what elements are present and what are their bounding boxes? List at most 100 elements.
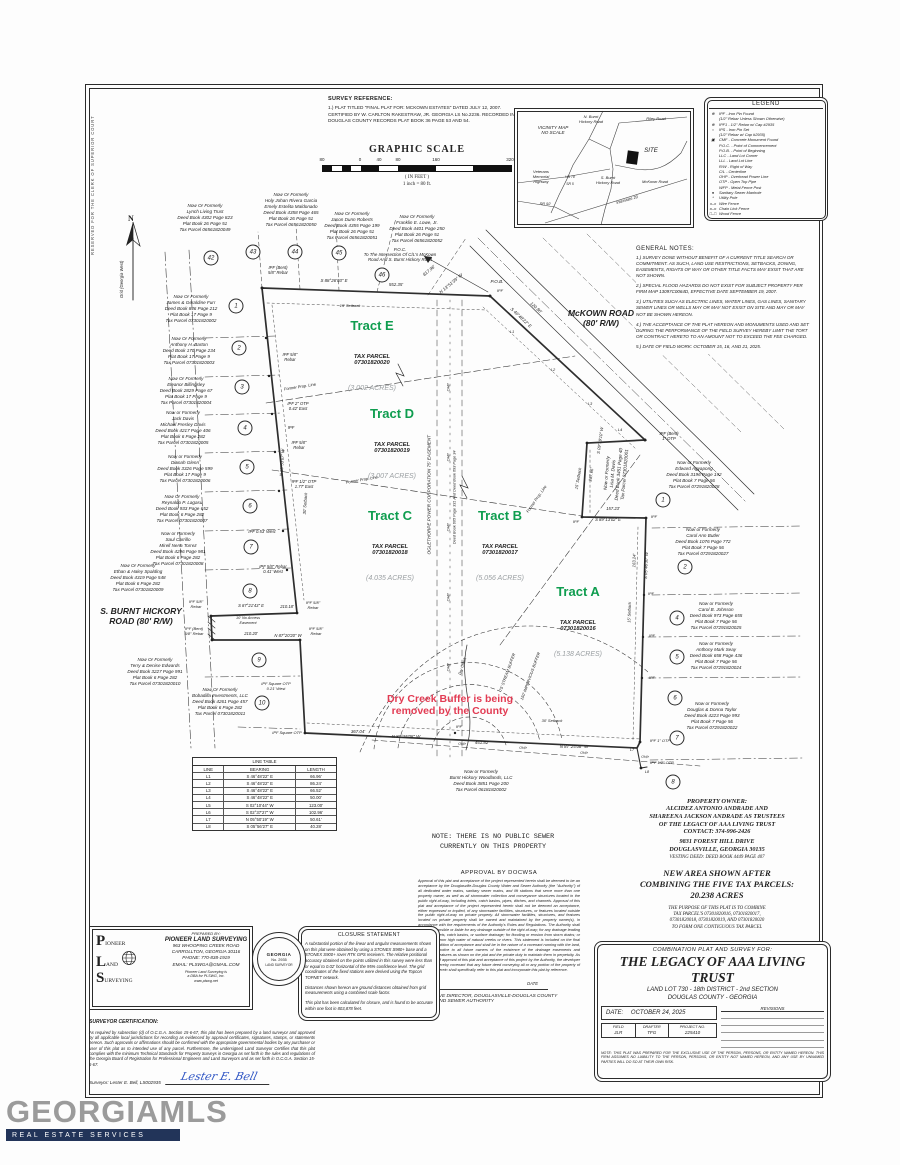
scale-tick: 160 (432, 157, 440, 162)
legend-symbol-icon: ▣ (711, 137, 715, 143)
adjoiner-owner-label: Now or Formerly Saul Carrillo Mirell Nen… (150, 531, 206, 566)
revisions-table: REVISIONS (721, 1006, 824, 1048)
vicinity-label: McKown Road (641, 179, 669, 184)
tract-parcel: TAX PARCEL 07301820019 (373, 442, 411, 454)
tract-name: Tract B (477, 508, 523, 523)
legend-items: ⊕ IPF - Iron Pin Found (1/2" Rebar Unles… (709, 111, 823, 216)
field-drafter-project-box: FIELD JLR DRAFTER TFG PROJECT NO. 225410 (601, 1022, 717, 1038)
survey-reference-body: 1.) PLAT TITLED "FINAL PLAT FOR: MCKOWN … (328, 105, 515, 124)
cell-line: L6 (193, 809, 225, 816)
adjoiner-number-badge: 5 (669, 649, 685, 665)
legend-symbol-icon: ● (711, 189, 715, 195)
general-note: 2.) SPECIAL FLOOD HAZARDS DO NOT EXIST F… (636, 283, 803, 295)
plat-label: IPF 5/8" Rebar (291, 440, 307, 451)
plat-label: IPF (287, 425, 295, 430)
cell-length: 123.00' (308, 802, 323, 808)
approval-docwsa: APPROVAL BY DOCWSA Approval of this plat… (418, 870, 580, 1004)
adjoiner-owner-label: Now or Formerly Edward Agyapong Deed Boo… (666, 460, 722, 489)
plat-label: 552.35' (388, 282, 404, 287)
adjoiner-owner-label: Now or Formerly Carol B. Johnson Deed Bo… (689, 601, 743, 630)
plat-label: IPF (Bent) 1" OTP (659, 431, 679, 442)
vicinity-label: US 78 (565, 175, 575, 179)
cell-length: 102.96' (308, 809, 323, 815)
plat-label: IPF 2" OTP 0.42' East (287, 401, 309, 412)
sheet-border (85, 84, 823, 1098)
legend-item: OTP - Open Top Pipe (709, 179, 823, 184)
adjoiner-number-badge: 8 (242, 583, 258, 599)
plat-label: IPF Square OTP (272, 730, 302, 735)
prepared-by-label: PREPARED BY: (191, 931, 221, 936)
mls-tagline: REAL ESTATE SERVICES (6, 1129, 180, 1141)
legend-item-label: Sanitary Sewer Manhole (719, 189, 762, 195)
adjoiner-number-badge: 10 (254, 695, 270, 711)
legend-item: LLL - Land Lot Line (709, 158, 823, 163)
adjoiner-number-badge: 5 (239, 459, 255, 475)
legend-title: LEGEND (709, 101, 823, 109)
north-arrow-letter: N (128, 214, 134, 223)
plat-label: 10' No Access Easement (235, 616, 261, 625)
legend-item-label: OTP - Open Top Pipe (719, 179, 757, 185)
survey-reference: SURVEY REFERENCE: 1.) PLAT TITLED "FINAL… (328, 96, 520, 125)
surveyor-certification: SURVEYOR CERTIFICATION: As required by s… (89, 1010, 315, 1086)
plat-label: 30' Setback (541, 718, 563, 723)
line-table-row: L8 S 05°56'27" E 40.28' (193, 823, 336, 830)
dry-creek-buffer-note: Dry Creek Buffer is being removed by the… (386, 693, 514, 718)
seal-title: LAND SURVEYOR (265, 962, 293, 967)
adjoiner-number-badge: 43 (245, 244, 261, 260)
certification-title: SURVEYOR CERTIFICATION: (89, 1019, 159, 1025)
title-caption: COMBINATION PLAT AND SURVEY FOR: (652, 947, 773, 953)
plat-label: IPF (Bent) 5/8" Rebar (268, 265, 288, 276)
adjoiner-number-badge: 6 (667, 690, 683, 706)
adjoiner-number-badge: 1 (228, 298, 244, 314)
adjoiner-owner-label: Now Or Formerly Eleanor Billingsley Deed… (159, 376, 213, 405)
plat-label: 157.23' (606, 506, 620, 511)
tract-acreage: (3.002 ACRES) (348, 385, 396, 392)
tract-acreage: (4.035 ACRES) (366, 575, 414, 582)
globe-icon (122, 950, 136, 965)
plat-label: L1 (509, 329, 515, 334)
cell-line: L4 (193, 794, 225, 801)
firm-address: 963 WHOOPING CREEK ROAD (172, 943, 240, 948)
surveyor-name: Surveyor: Lester E. Bell, LS002935 (89, 1080, 161, 1086)
legend-symbol-icon: ○ (711, 126, 715, 132)
adjoiner-owner-label: Now Or Formerly Terry & Denise Edwards D… (127, 657, 183, 686)
general-note: 1.) SURVEY DONE WITHOUT BENEFIT OF A CUR… (636, 255, 804, 279)
adjoiner-number-badge: 42 (203, 250, 219, 266)
legend-item-label: P.O.B. - Point of Beginning (719, 147, 765, 153)
plat-label: IPF (649, 676, 655, 680)
tract-name: Tract A (556, 584, 600, 599)
plat-label: P.O.B. (490, 279, 504, 284)
closure-paragraph: Distances shown hereon are ground distan… (305, 984, 427, 996)
line-table-row: L7 N 05°50'19" W 50.61' (193, 816, 336, 824)
adjoiner-owner-label: Now Or Formerly Anthony H. Barton Deed B… (162, 336, 216, 365)
legend-item-label: Utility Pole (719, 195, 738, 201)
cell-bearing: N 05°50'19" W (224, 816, 296, 823)
cell-length: 66.52' (310, 788, 322, 794)
scale-tick: 40 (376, 157, 382, 162)
burnt-hickory-road-label: S. BURNT HICKORY ROAD (80' R/W) (100, 606, 182, 626)
vicinity-label: Riley Road (646, 116, 666, 121)
plat-label: IPF 5/8" Rebar (308, 626, 324, 636)
line-table-row: L4 S 46°48'22" E 50.00' (193, 794, 336, 802)
surveyor-signature: Lester E. Bell (164, 1070, 273, 1086)
cell-line: L2 (193, 780, 225, 787)
county-line: DOUGLAS COUNTY - GEORGIA (667, 995, 758, 1002)
tract-parcel: TAX PARCEL 07301820018 (371, 544, 409, 556)
firm-email: EMAIL: PLSWGA@GMAIL.COM (172, 961, 240, 967)
legend-item: C/L - Centerline (709, 169, 823, 174)
adjoiner-owner-label: Now Or Formerly Bobadilla Investments, L… (192, 687, 248, 716)
plat-label: IPF 5/8" Rebar 0.41' West (259, 564, 287, 575)
legend-symbol-icon: □–□ (709, 211, 717, 217)
legend-item-label: IPF1 - 1/2" Rebar w/ Cap #2935 (719, 121, 775, 127)
firm-address: CARROLLTON, GEORGIA 30116 (171, 949, 241, 955)
plat-label: IPF (455, 724, 463, 729)
vicinity-roads (516, 110, 688, 226)
cell-length: 50.61' (310, 816, 322, 822)
legend-symbol-icon: * (712, 195, 714, 201)
legend-item-label: LLC - Land Lot Corner (719, 153, 758, 159)
plat-label: S 88°26'03" E (320, 278, 348, 283)
adjoiner-number-badge: 4 (237, 420, 253, 436)
